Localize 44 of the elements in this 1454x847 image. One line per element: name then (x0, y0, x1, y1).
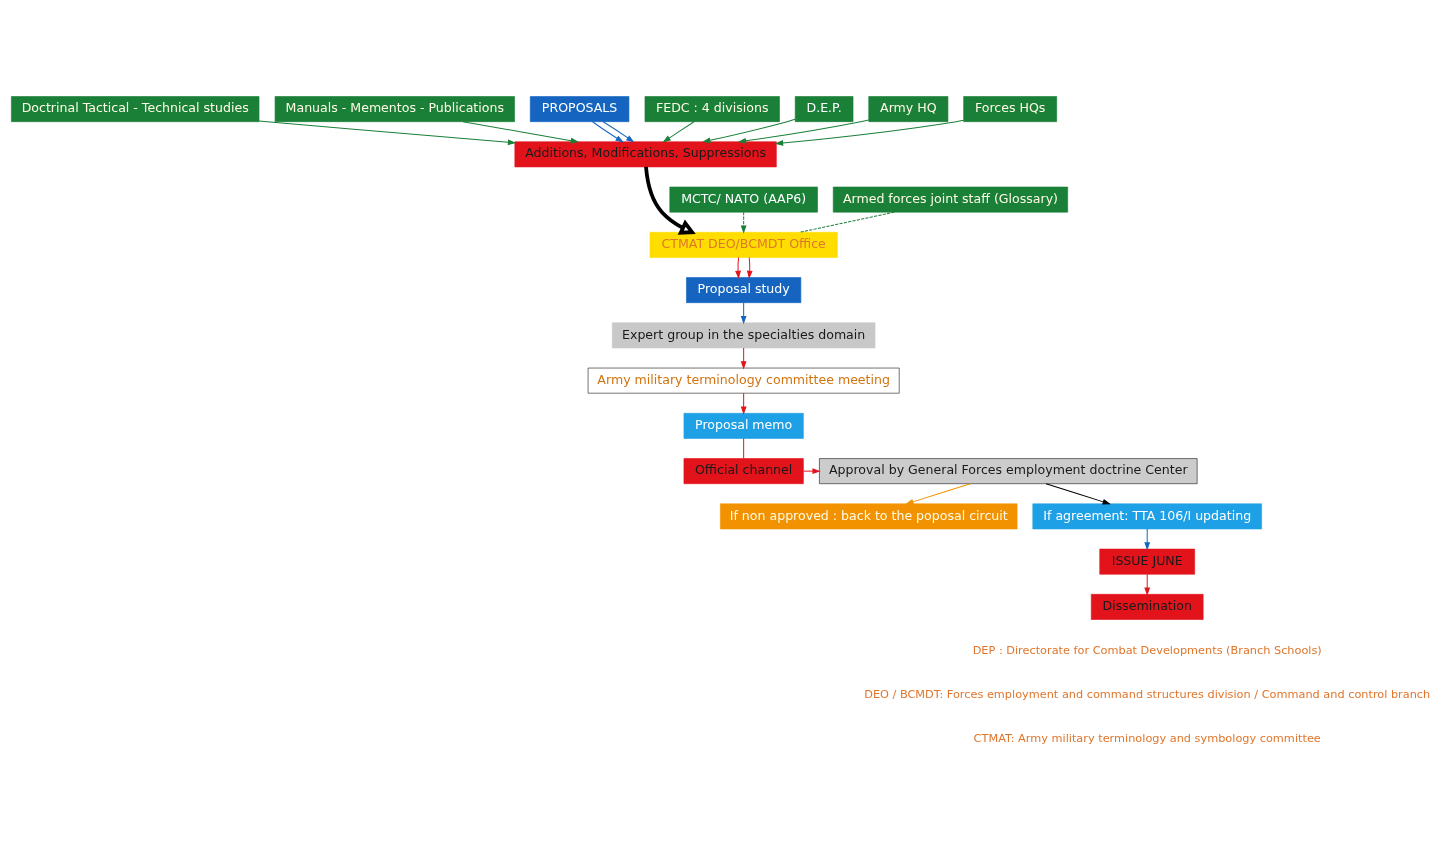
node-box: MCTC/ NATO (AAP6) (669, 186, 818, 212)
node-box: Army HQ (868, 95, 949, 122)
arrow (740, 392, 747, 415)
node-box: D.E.P. (794, 95, 854, 122)
arrow (462, 120, 579, 143)
arrow (774, 119, 965, 146)
arrow (1144, 573, 1151, 596)
arrow (644, 166, 696, 235)
arrow (735, 256, 741, 279)
node-box: Approval by General Forces employment doctrine Center (819, 457, 1198, 484)
node-box: Army military terminology committee meeting (587, 367, 900, 393)
arrow (258, 119, 517, 145)
arrow (740, 301, 747, 324)
node-box: If agreement: TTA 106/I updating (1032, 503, 1262, 529)
node-box: Dissemination (1090, 593, 1204, 620)
node-box: Additions, Modifications, Suppressions (514, 140, 777, 167)
node-box: Manuals - Mementos - Publications (274, 95, 515, 122)
label: DEP : Directorate for Combat Developments (Branch Schools) (972, 643, 1322, 657)
node-box: Official channel (683, 457, 804, 484)
arrow (740, 211, 747, 234)
arrow (803, 467, 821, 474)
node-box: CTMAT DEO/BCMDT Office (649, 231, 838, 258)
connector (799, 211, 895, 233)
label: DEO / BCMDT: Forces employment and command structures division / Command and control branch (864, 687, 1431, 701)
arrow (740, 347, 747, 369)
arrow (1144, 528, 1151, 551)
arrow (592, 120, 624, 143)
label: CTMAT: Army military terminology and symbology committee (973, 731, 1321, 745)
node-box: Doctrinal Tactical - Technical studies (11, 95, 260, 122)
node-box: If non approved : back to the poposal circuit (720, 503, 1018, 529)
arrow (702, 118, 796, 143)
arrow (737, 118, 870, 144)
connector (743, 437, 745, 459)
node-box: PROPOSALS (529, 95, 630, 122)
node-box: Armed forces joint staff (Glossary) (832, 186, 1068, 212)
node-box: Proposal memo (683, 412, 804, 439)
arrow (602, 120, 635, 143)
node-box: Expert group in the specialties domain (611, 322, 876, 348)
node-box: Proposal study (686, 276, 802, 303)
arrow (662, 120, 695, 143)
arrow (746, 256, 753, 279)
node-box: FEDC : 4 divisions (644, 95, 780, 122)
node-box: ISSUE JUNE (1099, 548, 1195, 575)
node-box: Forces HQs (963, 95, 1057, 122)
